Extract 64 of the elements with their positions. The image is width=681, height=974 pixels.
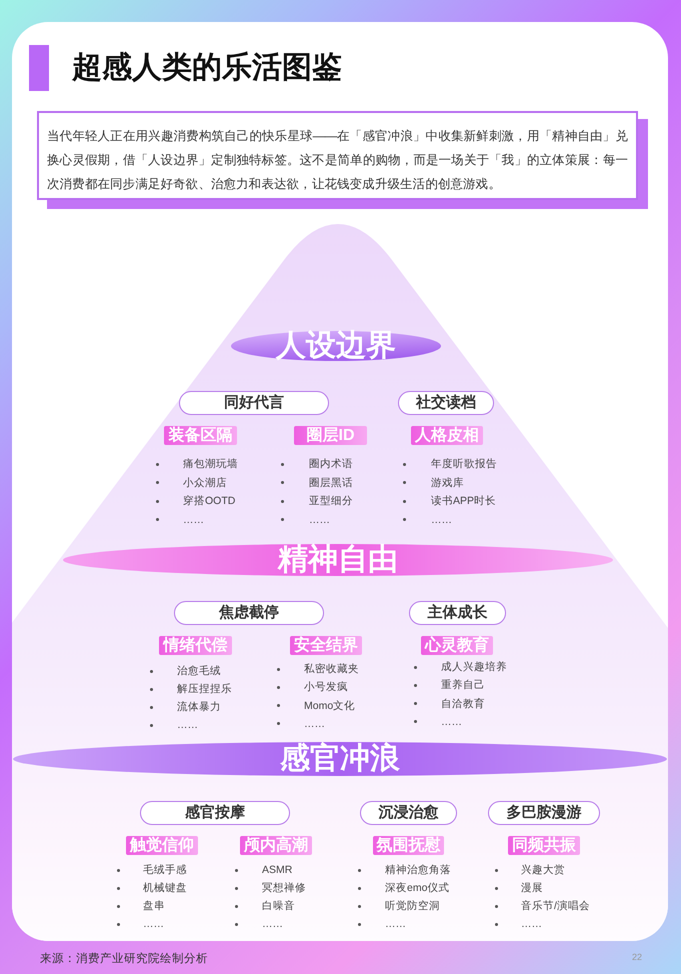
list-item: 小号发疯	[276, 680, 348, 694]
subcategory-tag: 触觉信仰	[126, 836, 198, 855]
category-pill: 沉浸治愈	[360, 801, 457, 825]
list-item: ……	[494, 917, 542, 931]
list-item: 音乐节/演唱会	[494, 899, 590, 913]
list-item: ……	[116, 917, 164, 931]
list-item: ……	[155, 512, 204, 526]
category-pill: 感官按摩	[140, 801, 290, 825]
list-item: 圈内术语	[280, 457, 353, 471]
list-item: 解压捏捏乐	[149, 682, 232, 696]
list-item: 精神治愈角落	[357, 863, 451, 877]
subcategory-tag: 颅内高潮	[240, 836, 312, 855]
list-item: 年度听歌报告	[402, 457, 497, 471]
list-item: 盘串	[116, 899, 165, 913]
list-item: ……	[280, 512, 330, 526]
list-item: 重养自己	[413, 678, 485, 692]
list-item: 深夜emo仪式	[357, 881, 450, 895]
list-item: 自洽教育	[413, 696, 485, 711]
list-item: ASMR	[234, 863, 292, 877]
list-item: 听觉防空洞	[357, 899, 440, 913]
list-item: ……	[149, 718, 198, 732]
list-item: ……	[402, 512, 452, 526]
page-title: 超感人类的乐活图鉴	[72, 50, 342, 86]
category-pill: 社交读档	[398, 391, 494, 415]
list-item: 冥想禅修	[234, 881, 306, 895]
intro-text-box: 当代年轻人正在用兴趣消费构筑自己的快乐星球——在「感官冲浪」中收集新鲜刺激，用「精神自由」兑换心灵假期，借「人设边界」定制独特标签。这不是简单的购物，而是一场关于「我」的立体策展：每一次消费都在同步满足好奇欲、治愈力和表达欲，让花钱变成升级生活的创意游戏。	[37, 111, 638, 200]
category-pill: 多巴胺漫游	[488, 801, 600, 825]
list-item: 游戏库	[402, 476, 464, 490]
tier-ellipse: 精神自由	[63, 542, 613, 578]
list-item: 毛绒手感	[116, 863, 187, 877]
list-item: 圈层黑话	[280, 476, 353, 490]
list-item: 兴趣大赏	[494, 863, 565, 877]
source-note: 来源：消费产业研究院绘制分析	[40, 951, 208, 967]
list-item: 流体暴力	[149, 700, 221, 714]
subcategory-tag: 人格皮相	[411, 426, 483, 445]
subcategory-tag: 氛围抚慰	[373, 836, 444, 855]
list-item: 成人兴趣培养	[413, 660, 507, 674]
list-item: 读书APP时长	[402, 494, 496, 508]
list-item: ……	[357, 917, 406, 931]
list-item: 漫展	[494, 881, 543, 895]
list-item: 痛包潮玩墙	[155, 457, 238, 471]
list-item: ……	[276, 716, 325, 731]
subcategory-tag: 同频共振	[508, 836, 580, 855]
list-item: 治愈毛绒	[149, 664, 221, 678]
list-item: 机械键盘	[116, 881, 187, 895]
subcategory-tag: 心灵教育	[421, 636, 493, 655]
list-item: 小众潮店	[155, 476, 227, 490]
category-pill: 焦虑截停	[174, 601, 324, 625]
category-pill: 主体成长	[409, 601, 506, 625]
list-item: ……	[413, 714, 462, 729]
tier-ellipse: 感官冲浪	[13, 741, 667, 777]
list-item: 穿搭OOTD	[155, 494, 236, 508]
tier-ellipse: 人设边界	[231, 328, 441, 364]
list-item: 亚型细分	[280, 494, 353, 508]
list-item: ……	[234, 917, 283, 931]
subcategory-tag: 装备区隔	[164, 426, 237, 445]
list-item: 白噪音	[234, 899, 295, 913]
subcategory-tag: 安全结界	[290, 636, 362, 655]
subcategory-tag: 情绪代偿	[159, 636, 232, 655]
list-item: Momo文化	[276, 698, 356, 713]
list-item: 私密收藏夹	[276, 662, 359, 676]
page-number: 22	[632, 951, 642, 963]
category-pill: 同好代言	[179, 391, 329, 415]
subcategory-tag: 圈层ID	[294, 426, 367, 445]
